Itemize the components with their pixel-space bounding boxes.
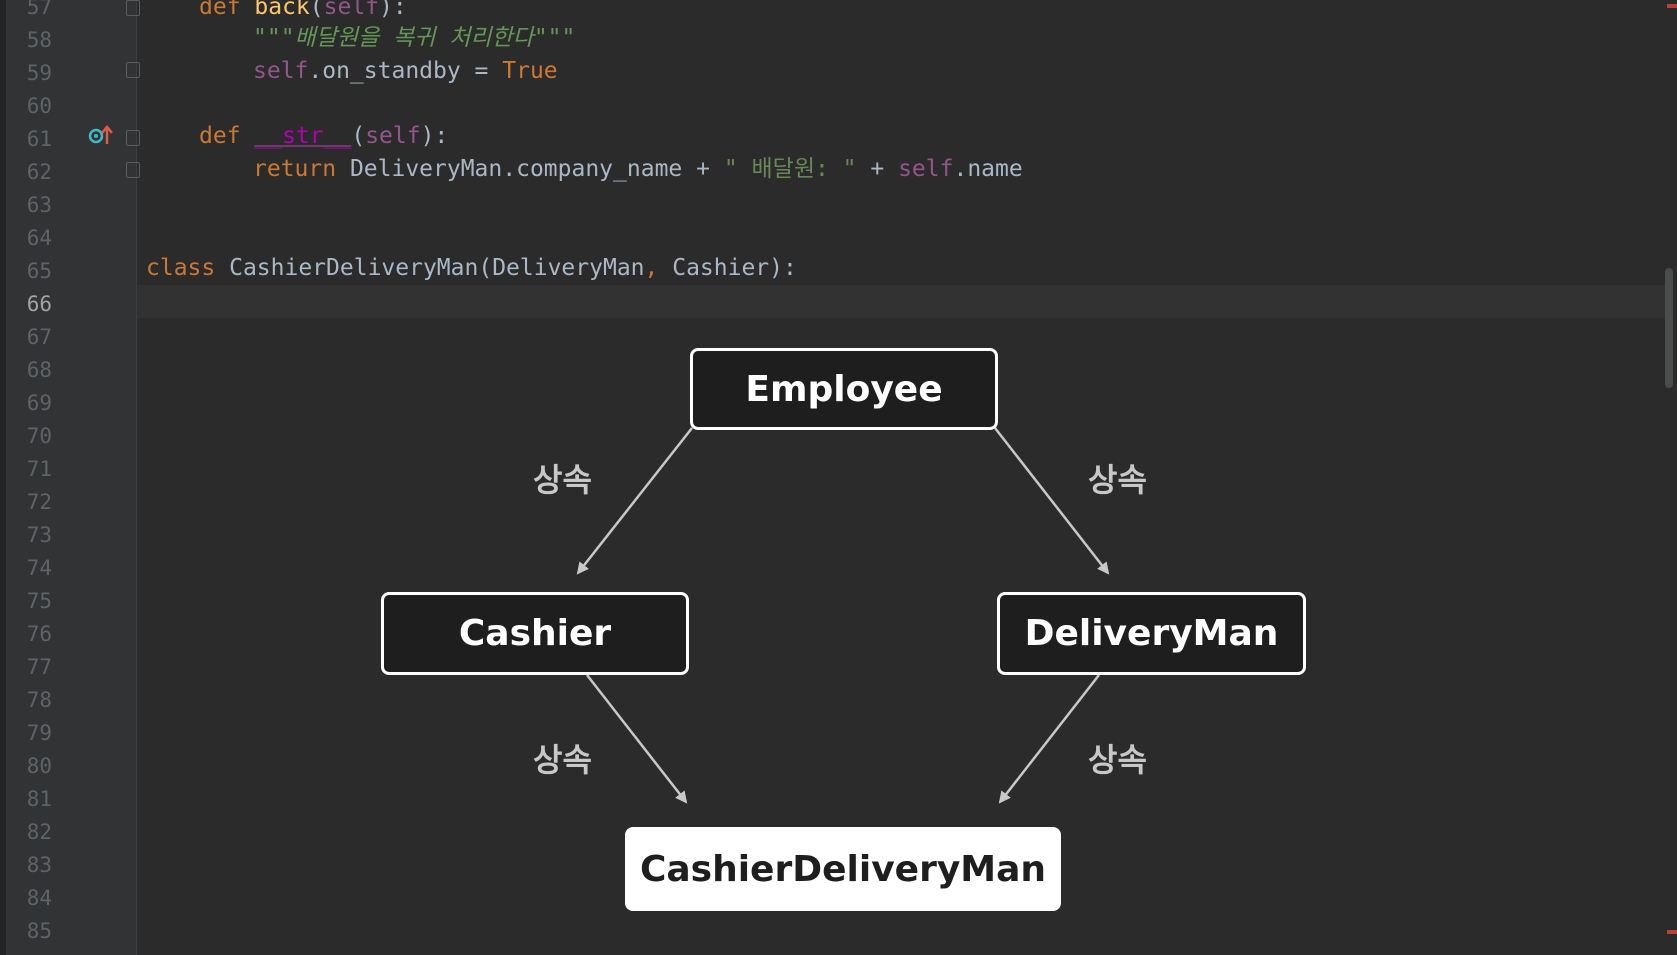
self-keyword: self <box>365 123 421 149</box>
comma: , <box>644 255 673 281</box>
code-line-61[interactable]: def __str__(self): <box>199 120 448 153</box>
keyword: class <box>146 255 230 281</box>
inheritance-arrow <box>576 427 693 575</box>
keyword: return <box>253 156 350 182</box>
line-number: 62 <box>26 160 52 184</box>
code-text: ): <box>420 123 449 149</box>
line-number: 60 <box>26 94 52 118</box>
inheritance-label: 상속 <box>1088 741 1147 779</box>
line-number: 71 <box>26 457 52 481</box>
line-number: 64 <box>26 226 52 250</box>
docstring: """배달원을 복귀 처리한다""" <box>253 25 576 51</box>
code-text: ): <box>379 0 407 20</box>
line-number: 79 <box>26 721 52 745</box>
line-number: 57 <box>26 0 52 19</box>
line-number: 65 <box>26 259 52 283</box>
code-text: + <box>856 156 899 182</box>
gutter-strip <box>0 0 6 955</box>
line-number: 69 <box>26 391 52 415</box>
line-number: 72 <box>26 490 52 514</box>
code-line-62[interactable]: return DeliveryMan.company_name + " 배달원:… <box>253 153 1023 186</box>
code-line-59[interactable]: self.on_standby = True <box>253 55 558 88</box>
node-employee: Employee <box>690 348 998 430</box>
line-number: 67 <box>26 325 52 349</box>
fold-marker[interactable] <box>126 0 140 16</box>
line-number: 63 <box>26 193 52 217</box>
keyword: def <box>199 123 255 149</box>
override-method-icon[interactable] <box>88 124 114 146</box>
node-cashier: Cashier <box>381 592 689 675</box>
node-label: Employee <box>745 368 943 410</box>
inheritance-label: 상속 <box>533 461 592 499</box>
inheritance-arrow <box>998 674 1100 804</box>
code-text: ( <box>309 0 324 20</box>
line-number: 80 <box>26 754 52 778</box>
code-line-58[interactable]: """배달원을 복귀 처리한다""" <box>253 22 575 55</box>
node-deliveryman: DeliveryMan <box>997 592 1306 675</box>
line-number: 59 <box>26 61 52 85</box>
editor-gutter <box>0 0 137 955</box>
code-text: .on_standby = <box>308 58 503 84</box>
line-number: 70 <box>26 424 52 448</box>
fold-marker[interactable] <box>126 162 140 178</box>
code-text: Cashier): <box>672 255 797 281</box>
line-number: 58 <box>26 28 52 52</box>
error-stripe-mark[interactable] <box>1667 4 1677 8</box>
line-number: 82 <box>26 820 52 844</box>
node-cashierdeliveryman: CashierDeliveryMan <box>625 827 1061 911</box>
current-line-highlight <box>137 285 1667 318</box>
line-number: 61 <box>26 127 52 151</box>
line-number: 66 <box>26 292 52 316</box>
fold-marker[interactable] <box>126 130 140 146</box>
line-number: 68 <box>26 358 52 382</box>
keyword: def <box>199 0 255 20</box>
keyword: True <box>502 58 558 84</box>
inheritance-arrow <box>586 674 688 804</box>
code-line-65[interactable]: class CashierDeliveryMan(DeliveryMan, Ca… <box>146 252 797 285</box>
code-text: .name <box>953 156 1023 182</box>
magic-method-name: __str__ <box>254 123 352 149</box>
code-line-57[interactable]: def back(self): <box>199 0 407 24</box>
node-label: Cashier <box>458 613 612 654</box>
vertical-scrollbar-thumb[interactable] <box>1665 268 1673 388</box>
self-keyword: self <box>253 58 309 84</box>
inheritance-label: 상속 <box>533 741 592 779</box>
code-text: DeliveryMan.company_name + <box>349 156 724 182</box>
function-name: back <box>254 0 310 20</box>
node-label: CashierDeliveryMan <box>639 848 1047 890</box>
line-number: 85 <box>26 919 52 943</box>
line-number: 73 <box>26 523 52 547</box>
fold-marker[interactable] <box>126 62 140 78</box>
string-literal: " 배달원: " <box>723 156 857 182</box>
self-keyword: self <box>898 156 954 182</box>
line-number: 74 <box>26 556 52 580</box>
line-number: 84 <box>26 886 52 910</box>
error-stripe-mark[interactable] <box>1667 930 1677 934</box>
line-number: 77 <box>26 655 52 679</box>
line-number: 76 <box>26 622 52 646</box>
line-number: 83 <box>26 853 52 877</box>
line-number: 75 <box>26 589 52 613</box>
line-number: 78 <box>26 688 52 712</box>
class-declaration: CashierDeliveryMan(DeliveryMan <box>229 255 645 281</box>
self-keyword: self <box>323 0 380 20</box>
code-text: ( <box>351 123 366 149</box>
node-label: DeliveryMan <box>1024 613 1279 654</box>
inheritance-label: 상속 <box>1088 461 1147 499</box>
line-number: 81 <box>26 787 52 811</box>
